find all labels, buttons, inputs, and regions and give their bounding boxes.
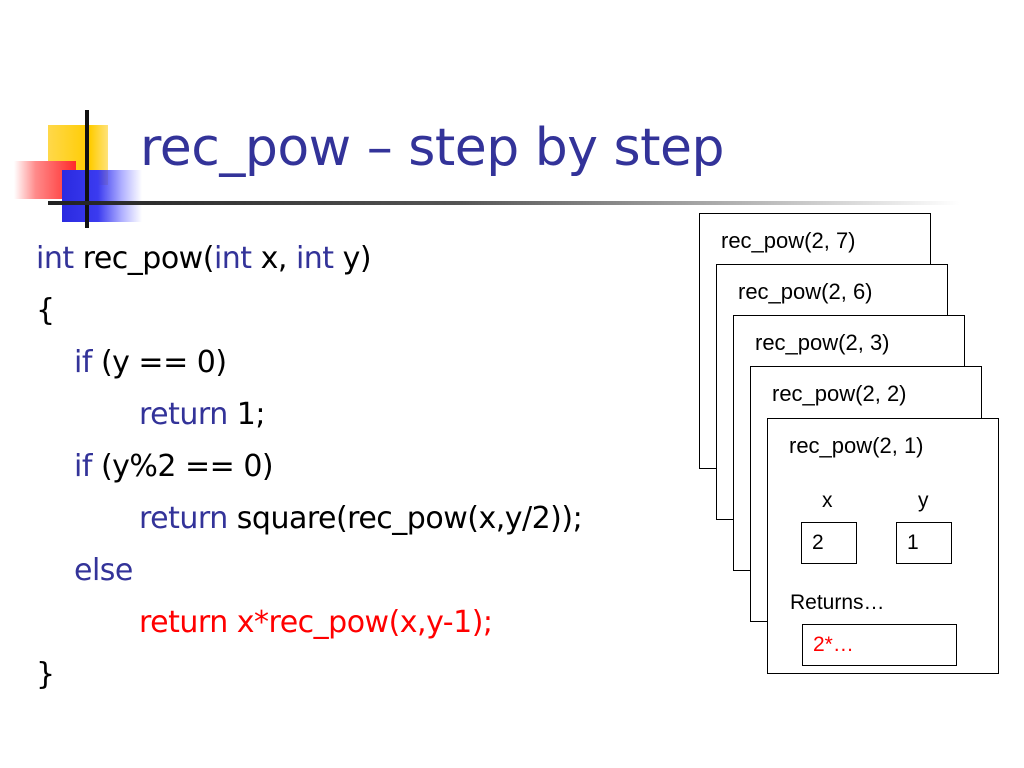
code-line-7: else [74, 545, 133, 597]
code-keyword: int [295, 241, 334, 276]
code-line-3: if (y == 0) [74, 337, 227, 389]
code-keyword: if [74, 449, 92, 484]
code-text: x, [251, 241, 296, 276]
stack-frame-label: rec_pow(2, 2) [772, 381, 907, 406]
code-text: { [36, 293, 55, 328]
stack-frame-5: rec_pow(2, 1) x y 2 1 Returns… 2*… [767, 418, 999, 674]
variable-x-value: 2 [801, 522, 857, 564]
code-keyword: int [213, 241, 252, 276]
code-text: rec_pow( [73, 241, 215, 276]
code-text: square(rec_pow(x,y/2)); [227, 501, 583, 536]
code-line-5: if (y%2 == 0) [74, 441, 274, 493]
code-keyword: else [74, 553, 133, 588]
code-line-8: return x*rec_pow(x,y-1); [139, 597, 493, 649]
variable-x-name: x [822, 489, 833, 512]
variable-y-value: 1 [896, 522, 952, 564]
code-keyword: if [74, 345, 92, 380]
code-text: } [36, 657, 55, 692]
code-line-6: return square(rec_pow(x,y/2)); [139, 493, 583, 545]
slide-title: rec_pow – step by step [140, 118, 725, 178]
title-underline [48, 201, 960, 205]
variable-y-name: y [918, 489, 929, 512]
code-line-1: int rec_pow(int x, int y) [36, 233, 372, 285]
returns-label: Returns… [790, 591, 885, 614]
code-line-4: return 1; [139, 389, 265, 441]
code-keyword: return [139, 397, 228, 432]
code-line-9: } [36, 649, 55, 701]
code-keyword: int [36, 241, 74, 276]
logo-blue-square [62, 170, 142, 222]
stack-frame-label: rec_pow(2, 6) [738, 279, 873, 304]
code-text: 1; [227, 397, 266, 432]
stack-frame-label: rec_pow(2, 7) [721, 228, 856, 253]
slide-corner-logo [0, 0, 150, 240]
stack-frame-label: rec_pow(2, 1) [789, 433, 924, 458]
logo-vertical-line [85, 110, 89, 228]
code-highlighted-text: return x*rec_pow(x,y-1); [139, 605, 493, 640]
stack-frame-label: rec_pow(2, 3) [755, 330, 890, 355]
code-text: (y == 0) [91, 345, 227, 380]
returns-value: 2*… [802, 624, 957, 666]
code-text: (y%2 == 0) [91, 449, 274, 484]
code-line-2: { [36, 285, 55, 337]
code-text: y) [333, 241, 372, 276]
code-keyword: return [139, 501, 228, 536]
